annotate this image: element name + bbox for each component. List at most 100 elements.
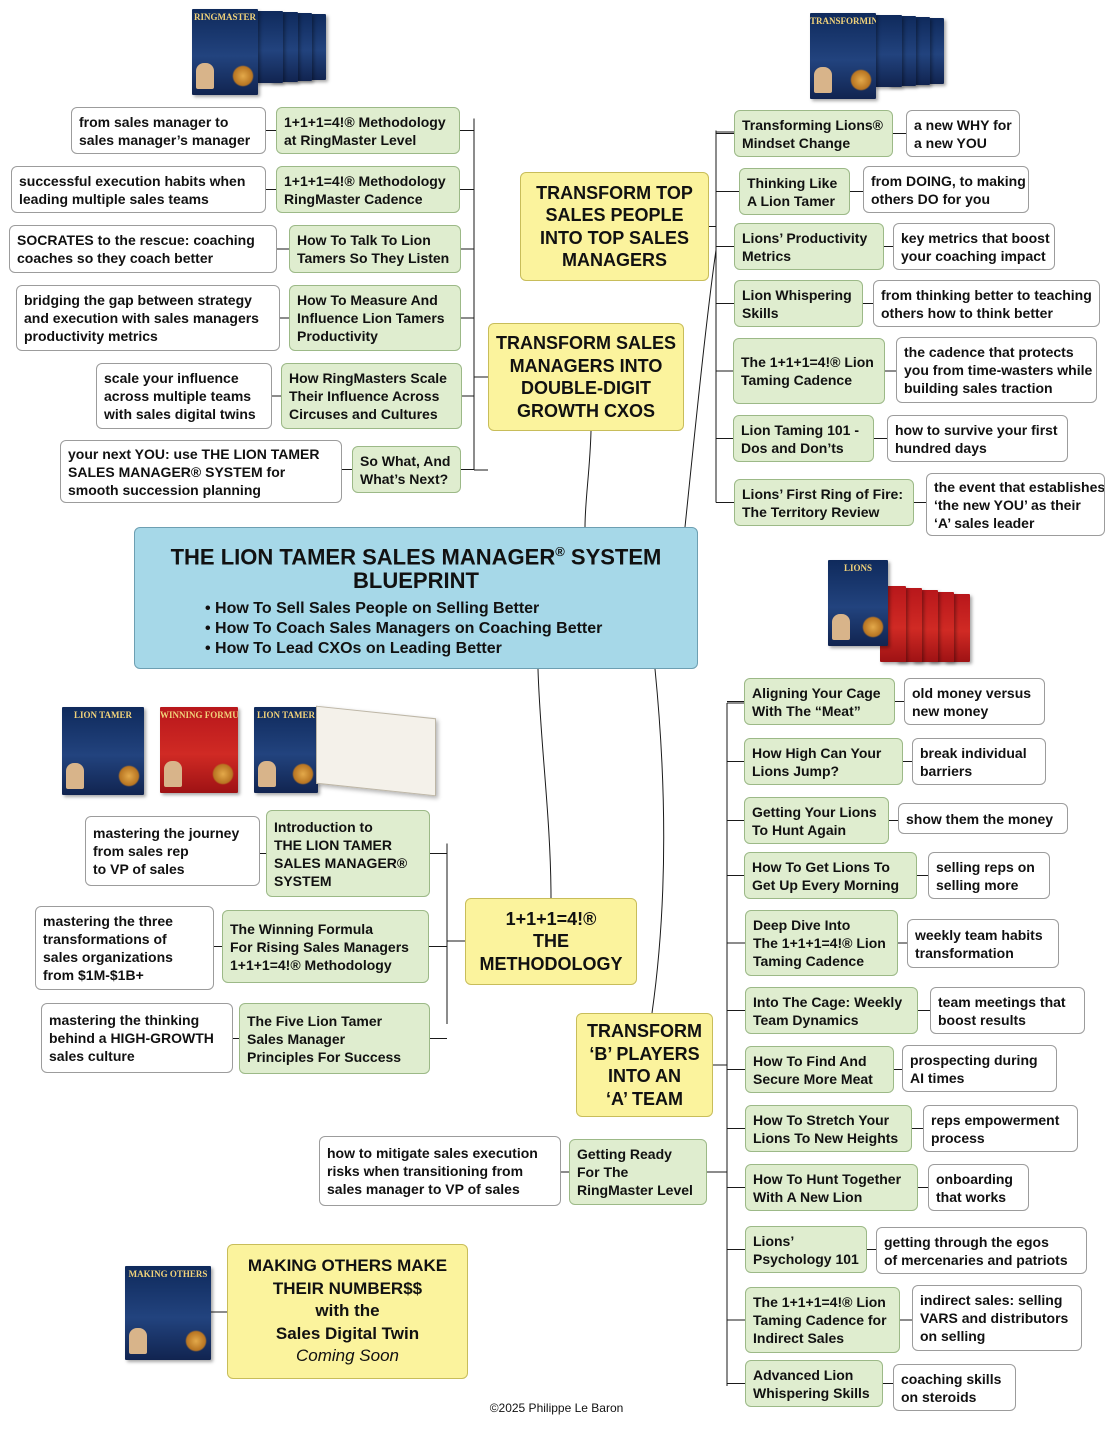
central-bullet: How To Coach Sales Managers on Coaching … — [205, 619, 602, 639]
node-text-line: So What, And — [360, 452, 451, 469]
coming-soon-node: MAKING OTHERS MAKE THEIR NUMBER$$ with t… — [227, 1244, 468, 1379]
node-text-line: Skills — [742, 304, 779, 321]
node-text-line: Their Influence Across — [289, 388, 440, 404]
node-text-line: smooth succession planning — [68, 481, 261, 498]
node-text-line: TRANSFORM SALES — [496, 333, 676, 353]
node-text-line: Thinking Like — [747, 174, 838, 191]
connector-curve — [584, 430, 592, 528]
node-text-line: hundred days — [895, 439, 987, 456]
node-text-line: mastering the three — [43, 913, 173, 929]
central-bullet: How To Sell Sales People on Selling Bett… — [205, 599, 602, 619]
node-text-line: Indirect Sales — [753, 1330, 845, 1346]
central-title: THE LION TAMER SALES MANAGER® SYSTEM — [170, 544, 662, 570]
node-text-line: reps empowerment — [931, 1111, 1060, 1128]
node-text-line: from sales manager to — [79, 113, 229, 130]
topic-lions-psychology-101: Lions’Psychology 101 — [745, 1226, 867, 1273]
node-text-line: leading multiple sales teams — [19, 190, 209, 207]
node-text-line: selling reps on — [936, 858, 1035, 875]
node-text-line: A Lion Tamer — [747, 192, 835, 209]
connector-curve — [651, 668, 665, 1014]
winning-formula-book-cover: WINNING FORMULA — [160, 707, 238, 793]
node-text-line: The 1+1+1=4!® Lion — [753, 935, 886, 951]
node-text-line: show them the money — [906, 810, 1054, 827]
node-text-line: For The — [577, 1164, 629, 1180]
node-text-line: your next YOU: use THE LION TAMER — [68, 445, 320, 462]
note-mastering-the-three-transformations-of-s: mastering the three transformations of sal… — [35, 906, 214, 990]
node-text-line: Secure More Meat — [753, 1070, 873, 1087]
node-text-line: prospecting during — [910, 1051, 1038, 1068]
node-text-line: you from time-wasters while — [904, 362, 1093, 378]
node-text-line: With The “Meat” — [752, 702, 861, 719]
node-text-line: Dos and Don’ts — [741, 439, 844, 456]
node-text-line: The 1+1+1=4!® Lion — [753, 1294, 886, 1310]
node-text-line: How To Measure And — [297, 292, 438, 308]
node-text-line: sales organizations — [43, 949, 173, 965]
node-text-line: Into The Cage: Weekly — [753, 993, 903, 1010]
node-text-line: METHODOLOGY — [479, 953, 623, 974]
node-text-line: How To Stretch Your — [753, 1111, 890, 1128]
node-text-line: 1+1+1=4!® Methodology — [284, 113, 446, 130]
node-text-line: RingMaster Cadence — [284, 190, 423, 207]
node-text-line: others how to think better — [881, 304, 1053, 321]
node-text-line: sales culture — [49, 1048, 135, 1064]
node-text-line: how to mitigate sales execution — [327, 1145, 538, 1161]
node-text-line: THE — [533, 931, 569, 952]
node-text-line: bridging the gap between strategy — [24, 292, 252, 308]
node-text-line: 1+1+1=4!® — [505, 908, 597, 929]
node-text-line: that works — [936, 1188, 1007, 1205]
copyright-text: ©2025 Philippe Le Baron — [489, 1401, 624, 1415]
node-text-line: Getting Ready — [577, 1146, 672, 1162]
node-text-line: The Territory Review — [742, 503, 880, 520]
node-text-line: at RingMaster Level — [284, 131, 417, 148]
node-text-line: old money versus — [912, 684, 1032, 701]
node-text-line: on selling — [920, 1328, 986, 1344]
node-text-line: Taming Cadence for — [753, 1312, 887, 1328]
node-text-line: mastering the thinking — [49, 1012, 200, 1028]
node-text-line: How RingMasters Scale — [289, 370, 447, 386]
node-text-line: transformation — [915, 944, 1014, 961]
coming-soon-line: Sales Digital Twin — [275, 1323, 420, 1343]
node-text-line: boost results — [938, 1011, 1026, 1028]
node-text-line: Psychology 101 — [753, 1250, 859, 1267]
node-text-line: from $1M-$1B+ — [43, 967, 144, 983]
ringmaster-book-cover: RINGMASTER — [192, 9, 258, 95]
node-text-line: transformations of — [43, 931, 167, 947]
node-text-line: Get Up Every Morning — [752, 876, 900, 893]
node-text-line: VARS and distributors — [920, 1310, 1069, 1326]
node-text-line: Metrics — [742, 247, 792, 264]
node-text-line: Lions Jump? — [752, 762, 840, 779]
node-text-line: on steroids — [901, 1388, 977, 1405]
node-text-line: across multiple teams — [104, 388, 252, 404]
lions-book-cover: TRANSFORMING LIONS — [810, 13, 876, 99]
node-text-line: Getting Your Lions — [752, 803, 877, 820]
node-text-line: from DOING, to making — [871, 172, 1026, 189]
node-text-line: of mercenaries and patriots — [884, 1251, 1068, 1268]
node-text-line: Lions’ Productivity — [742, 229, 868, 246]
node-text-line: To Hunt Again — [752, 821, 847, 838]
